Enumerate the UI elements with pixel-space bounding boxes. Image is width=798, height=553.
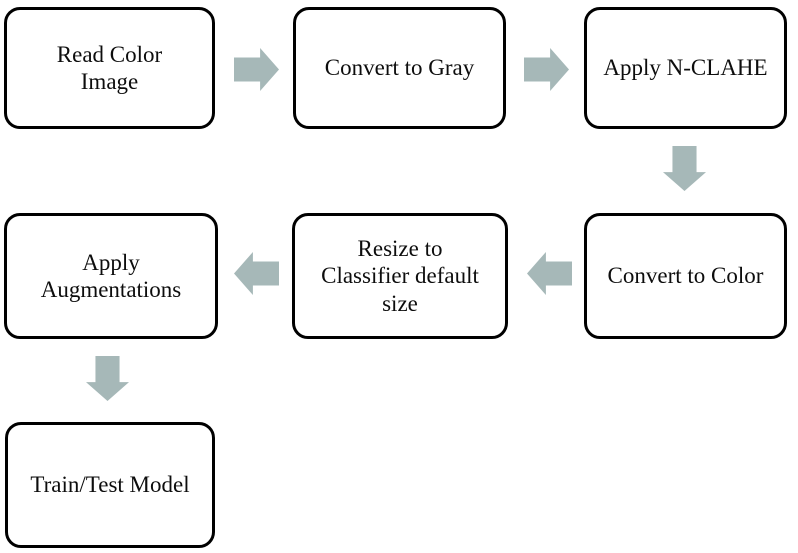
- flowchart-node-apply-n-clahe: Apply N-CLAHE: [584, 7, 787, 129]
- flowchart-node-read-color-image: Read Color Image: [4, 7, 215, 129]
- flowchart-node-convert-to-color: Convert to Color: [584, 213, 787, 339]
- node-label: Apply N-CLAHE: [603, 55, 768, 81]
- arrow-read-to-gray-icon: [234, 48, 279, 91]
- node-label: Convert to Color: [607, 263, 764, 289]
- node-label: Read Color Image: [56, 41, 163, 94]
- flowchart-node-apply-augmentations: Apply Augmentations: [4, 213, 218, 339]
- flowchart-node-convert-to-gray: Convert to Gray: [293, 7, 506, 129]
- arrow-gray-to-clahe-icon: [524, 48, 569, 91]
- arrow-augmentations-to-train-icon: [86, 356, 129, 401]
- arrow-clahe-to-color-icon: [663, 146, 706, 191]
- flowchart-node-resize-classifier: Resize to Classifier default size: [292, 213, 508, 339]
- arrow-color-to-resize-icon: [527, 252, 572, 295]
- flowchart-node-train-test-model: Train/Test Model: [5, 422, 215, 548]
- node-label: Train/Test Model: [30, 472, 190, 498]
- node-label: Resize to Classifier default size: [321, 236, 479, 316]
- node-label: Apply Augmentations: [40, 249, 182, 302]
- node-label: Convert to Gray: [324, 55, 475, 81]
- arrow-resize-to-augmentations-icon: [234, 252, 279, 295]
